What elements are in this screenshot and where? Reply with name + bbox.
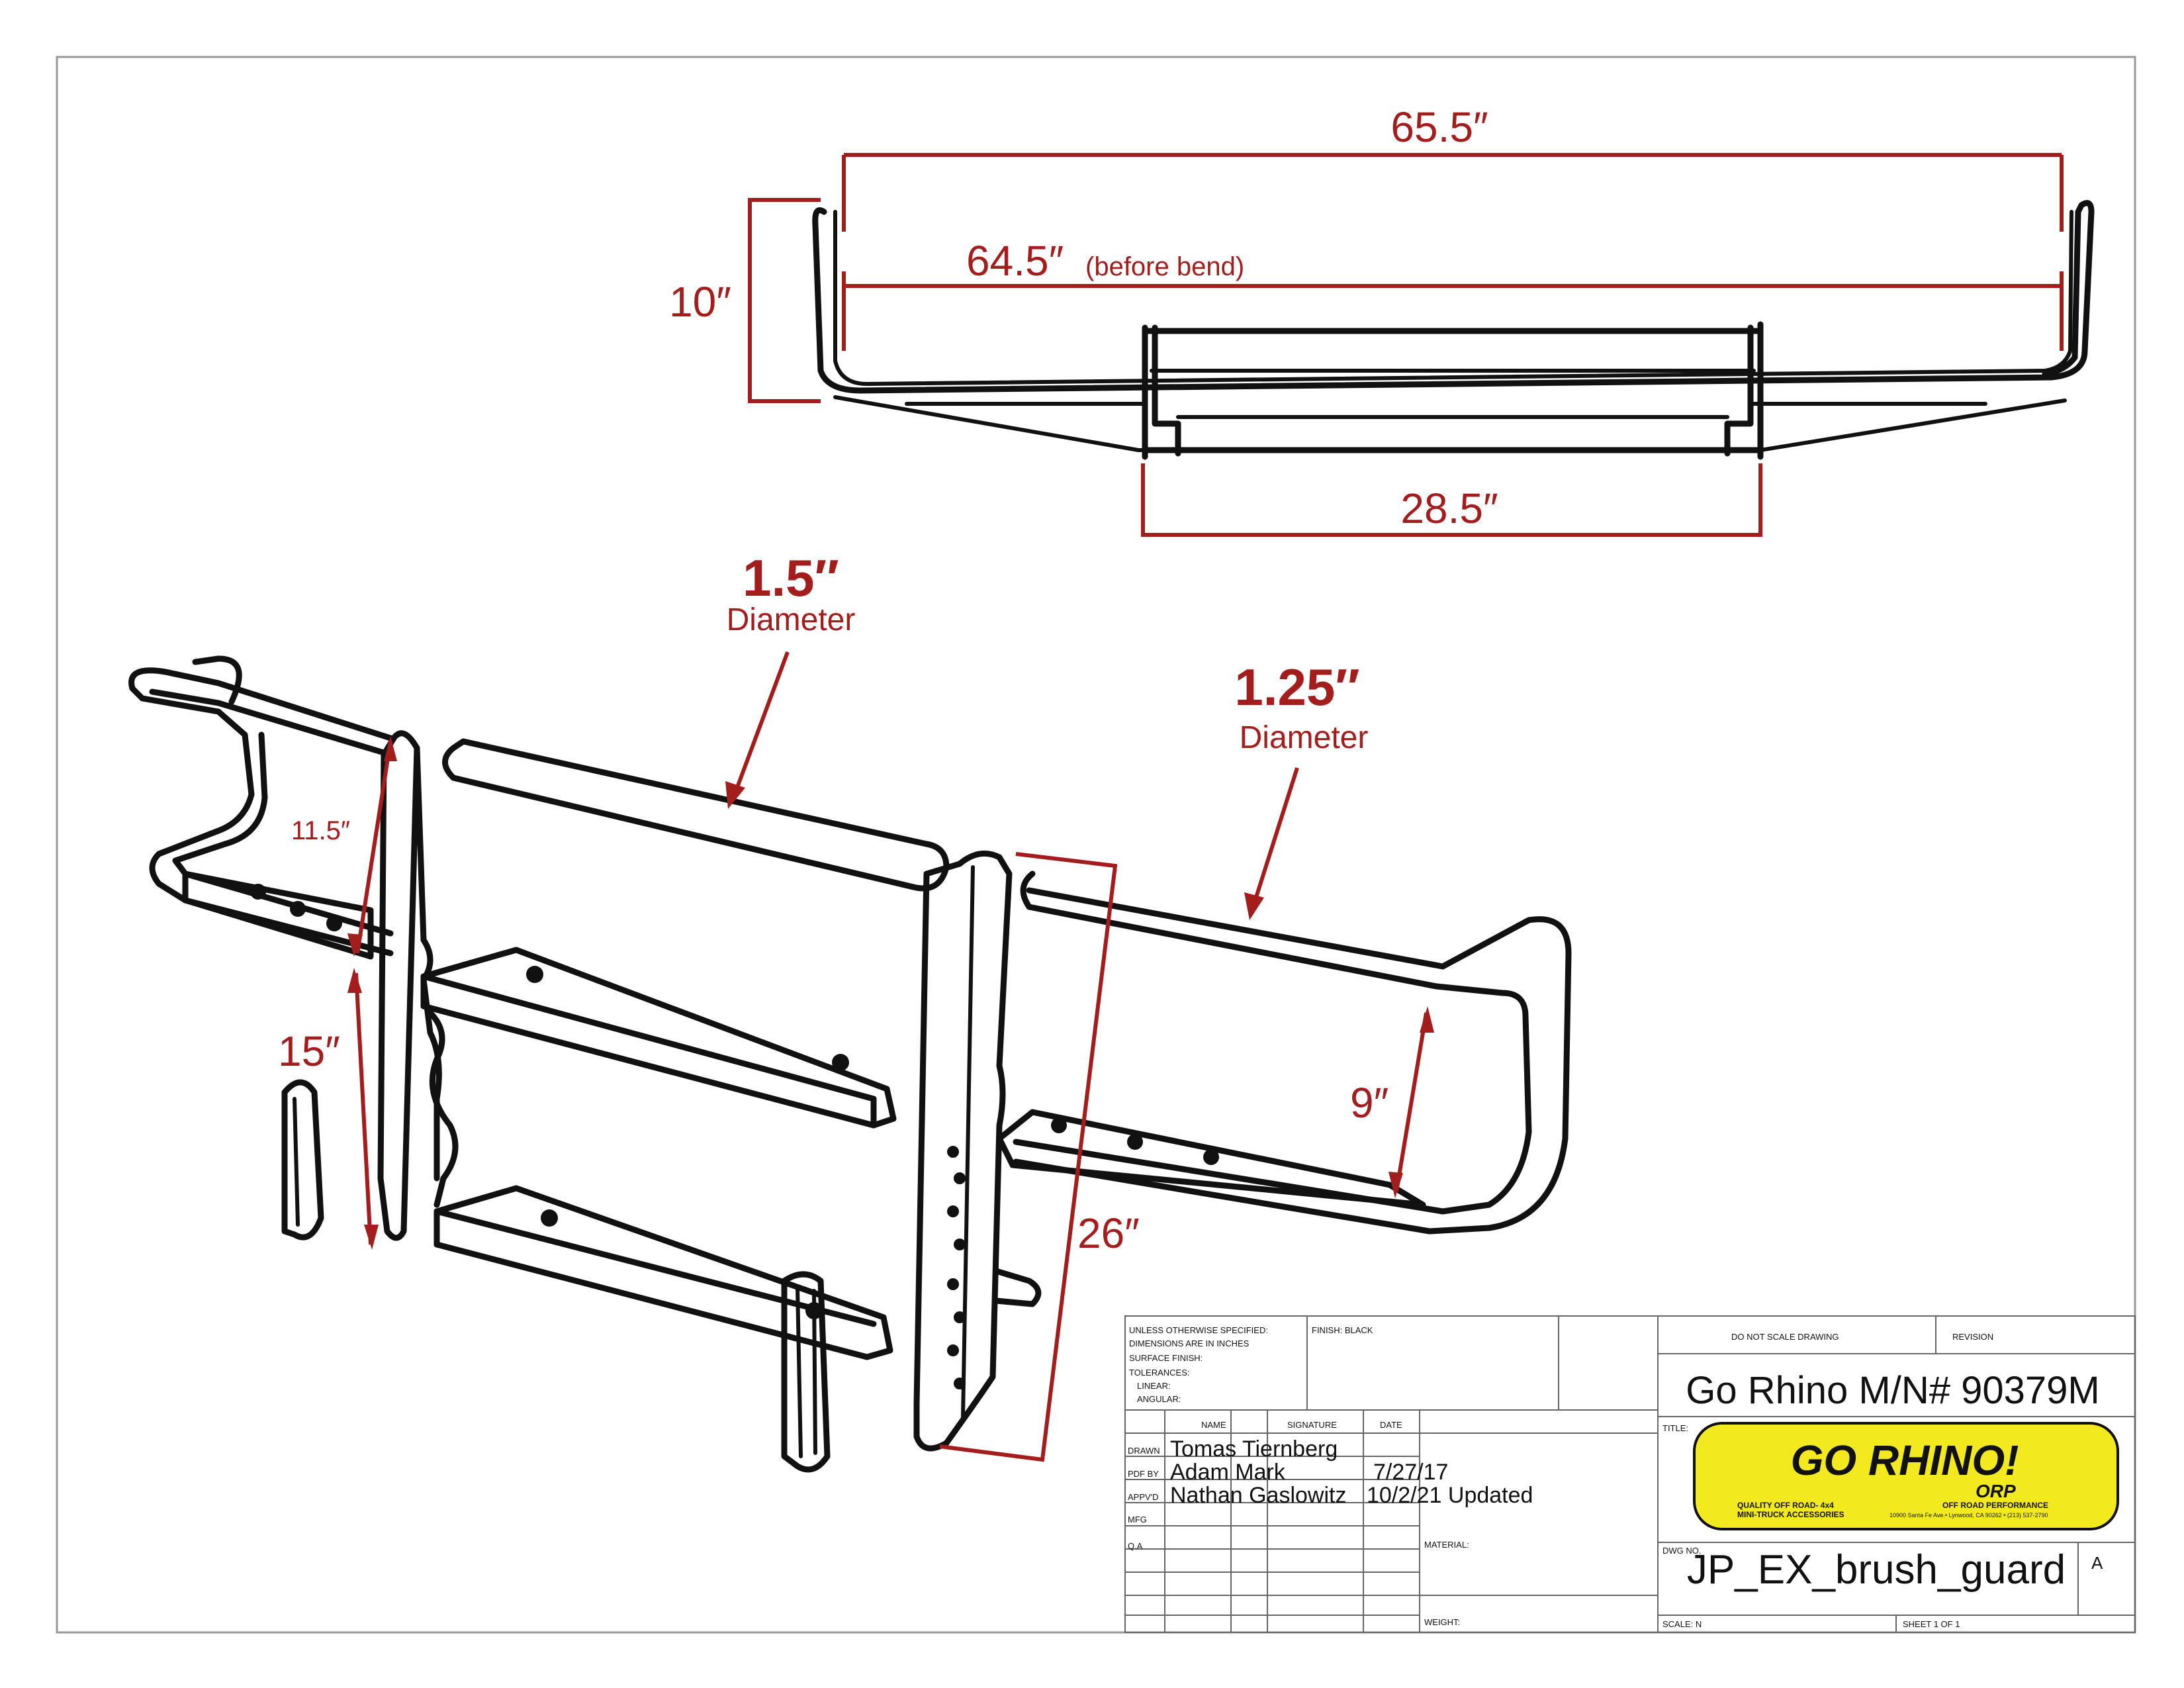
scale-label: SCALE: N [1662, 1619, 1702, 1629]
left-wing-plate [182, 870, 374, 960]
svg-text:GO RHINO!: GO RHINO! [1791, 1436, 2019, 1484]
main-tube-size: 1.5″ [743, 549, 839, 607]
center-mount-bracket [781, 1271, 831, 1473]
row-appvd-date: 10/2/21 Updated [1367, 1483, 1533, 1508]
header-signature: SIGNATURE [1287, 1420, 1337, 1430]
row-pdf-name: Adam Mark [1170, 1460, 1286, 1485]
left-wing-hole-1 [250, 884, 266, 900]
center-upper-plate-face [420, 973, 877, 1129]
do-not-scale: DO NOT SCALE DRAWING [1731, 1332, 1839, 1342]
material-label: MATERIAL: [1424, 1540, 1469, 1550]
title-block: UNLESS OTHERWISE SPECIFIED: DIMENSIONS A… [1124, 1315, 2136, 1633]
left-wing-hole-2 [290, 901, 306, 917]
row-qa-label: Q.A [1128, 1541, 1143, 1551]
upright-hole-8 [954, 1378, 966, 1389]
dwg-no-label: DWG NO. [1662, 1546, 1702, 1556]
upper-plate-hole-2 [832, 1054, 849, 1071]
top-view-center-left-bracket [1142, 324, 1181, 460]
right-bracket-tab [993, 1268, 1042, 1307]
dim-upper-left: 11.5″ [291, 816, 350, 845]
right-wing-hole-2 [1127, 1134, 1143, 1150]
model-number: Go Rhino M/N# 90379M [1686, 1369, 2099, 1412]
note-line-6: ANGULAR: [1137, 1394, 1181, 1404]
title-label: TITLE: [1662, 1423, 1688, 1433]
wing-tube-label: Diameter [1240, 720, 1369, 755]
right-wing-tube [1013, 870, 1532, 1215]
row-pdf-label: PDF BY [1128, 1469, 1159, 1479]
top-view-inner-front [833, 210, 2073, 386]
dim-lower-left: 15″ [278, 1027, 340, 1075]
row-drawn-label: DRAWN [1128, 1446, 1160, 1456]
before-bend-note: (before bend) [1085, 252, 1244, 281]
svg-text:ORP: ORP [1976, 1481, 2016, 1501]
dim-height: 10″ [669, 278, 731, 326]
center-mount-bracket-inner [796, 1286, 817, 1458]
top-view-center-inner [1150, 369, 1756, 419]
sheet-border [56, 56, 2136, 1634]
left-mount-bracket-inner [293, 1097, 300, 1227]
dim-overall-width: 65.5″ [1390, 103, 1488, 151]
left-wing-hole-3 [326, 915, 342, 931]
dwg-no: JP_EX_brush_guard [1687, 1547, 2066, 1593]
note-line-3: SURFACE FINISH: [1129, 1353, 1203, 1363]
dim-center-width: 28.5″ [1400, 485, 1498, 532]
upright-hole-6 [954, 1311, 966, 1323]
left-mount-bracket [281, 1079, 324, 1241]
upright-hole-4 [954, 1239, 966, 1250]
svg-text:10900 Santa Fe Ave.• Lynwood,: 10900 Santa Fe Ave.• Lynwood, CA 90262 •… [1889, 1512, 2048, 1519]
wing-tube-size: 1.25″ [1234, 658, 1359, 716]
right-upright [913, 850, 1013, 1452]
header-name: NAME [1201, 1420, 1226, 1430]
left-wing-tube [128, 667, 394, 957]
top-view-center-right-bracket [1724, 321, 1764, 460]
center-left-wavy-side [427, 1009, 459, 1208]
left-upright-side [414, 745, 442, 1182]
upper-plate-hole-1 [526, 966, 543, 983]
revision-label: REVISION [1952, 1332, 1993, 1342]
note-line-5: LINEAR: [1137, 1381, 1171, 1391]
sheet-label: SHEET 1 OF 1 [1903, 1619, 1960, 1629]
main-hoop-tube [442, 738, 950, 892]
upright-hole-5 [947, 1278, 959, 1290]
go-rhino-logo: GO RHINO! ORP QUALITY OFF ROAD- 4x4 MINI… [1693, 1422, 2119, 1530]
note-line-2: DIMENSIONS ARE IN INCHES [1129, 1338, 1250, 1348]
lower-plate-hole-1 [541, 1209, 558, 1227]
note-line-1: UNLESS OTHERWISE SPECIFIED: [1129, 1325, 1268, 1335]
center-lower-plate-face [433, 1208, 877, 1327]
upright-hole-7 [947, 1344, 959, 1356]
iso-view: 11.5″ 15″ 9″ 26″ 1.5″ Diameter 1.25″ Dia… [128, 549, 1572, 1473]
row-pdf-date: 7/27/17 [1373, 1460, 1448, 1485]
left-upright [377, 730, 420, 1241]
weight-label: WEIGHT: [1424, 1617, 1460, 1627]
left-wing-tube-inner [149, 655, 394, 937]
right-wing-tube-inner [1013, 887, 1572, 1235]
row-drawn-name: Tomas Tiernberg [1170, 1436, 1338, 1462]
dim-upright: 26″ [1077, 1209, 1140, 1257]
upright-hole-1 [947, 1146, 959, 1158]
row-appvd-label: APPV'D [1128, 1492, 1159, 1502]
right-wing-hole-3 [1203, 1149, 1219, 1165]
top-view-outline [812, 200, 2095, 394]
svg-text:QUALITY OFF ROAD- 4x4: QUALITY OFF ROAD- 4x4 [1737, 1501, 1834, 1510]
main-tube-label: Diameter [727, 602, 856, 637]
top-view-center-box [1142, 328, 1764, 453]
finish-label: FINISH: BLACK [1312, 1325, 1373, 1335]
upright-hole-3 [947, 1205, 959, 1217]
right-wing-hole-1 [1051, 1117, 1067, 1133]
right-wing-plate [996, 1109, 1426, 1208]
dim-wing: 9″ [1350, 1079, 1388, 1127]
svg-text:MINI-TRUCK ACCESSORIES: MINI-TRUCK ACCESSORIES [1737, 1510, 1844, 1519]
top-view: 65.5″ 64.5″ (before bend) 10″ 28.5″ [669, 103, 2095, 537]
header-date: DATE [1380, 1420, 1402, 1430]
upright-hole-2 [954, 1172, 966, 1184]
row-mfg-label: MFG [1128, 1515, 1147, 1524]
row-appvd-name: Nathan Gaslowitz [1170, 1483, 1346, 1508]
note-line-4: TOLERANCES: [1129, 1368, 1190, 1378]
revision-value: A [2091, 1553, 2103, 1573]
dim-before-bend: 64.5″ [966, 237, 1064, 285]
right-upright-inner [961, 865, 975, 1419]
svg-text:OFF ROAD PERFORMANCE: OFF ROAD PERFORMANCE [1942, 1501, 2048, 1510]
